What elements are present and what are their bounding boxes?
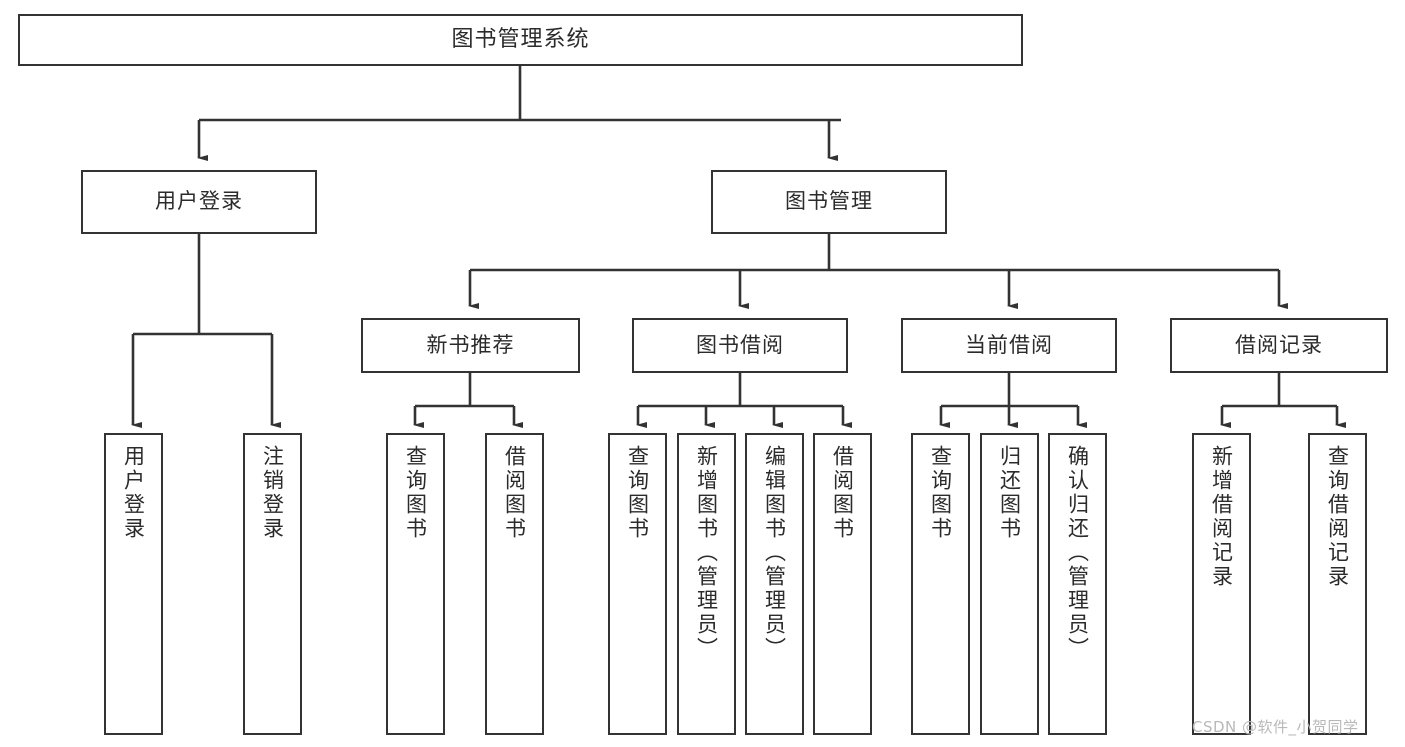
node-label: 图书管理系统 bbox=[451, 26, 590, 52]
leaf-return-book[interactable]: 归还图书 bbox=[980, 433, 1039, 735]
leaf-borrow-book-from-recommend[interactable]: 借阅图书 bbox=[485, 433, 544, 735]
node-label: 借阅记录 bbox=[1235, 332, 1323, 357]
leaf-edit-book-admin[interactable]: 编辑图书（管理员） bbox=[745, 433, 804, 735]
node-label: 新增图书（管理员） bbox=[694, 445, 719, 661]
node-label: 当前借阅 bbox=[965, 332, 1053, 357]
node-label: 查询图书 bbox=[403, 445, 428, 541]
node-label: 查询借阅记录 bbox=[1325, 445, 1350, 589]
leaf-query-book-from-borrow[interactable]: 查询图书 bbox=[608, 433, 667, 735]
node-label: 注销登录 bbox=[260, 445, 285, 541]
node-label: 确认归还（管理员） bbox=[1065, 445, 1090, 661]
node-new-book-recommend[interactable]: 新书推荐 bbox=[361, 318, 580, 373]
node-label: 查询图书 bbox=[928, 445, 953, 541]
leaf-borrow-book-from-borrow[interactable]: 借阅图书 bbox=[813, 433, 872, 735]
leaf-add-book-admin[interactable]: 新增图书（管理员） bbox=[677, 433, 736, 735]
leaf-confirm-return-admin[interactable]: 确认归还（管理员） bbox=[1048, 433, 1107, 735]
node-root-system[interactable]: 图书管理系统 bbox=[18, 14, 1023, 66]
node-book-manage[interactable]: 图书管理 bbox=[711, 170, 947, 234]
node-label: 归还图书 bbox=[997, 445, 1022, 541]
node-label: 图书管理 bbox=[785, 189, 873, 214]
node-label: 借阅图书 bbox=[830, 445, 855, 541]
node-user-login[interactable]: 用户登录 bbox=[81, 170, 317, 234]
csdn-watermark: CSDN @软件_小贺同学 bbox=[1192, 718, 1359, 736]
leaf-logout[interactable]: 注销登录 bbox=[243, 433, 302, 735]
node-current-borrow[interactable]: 当前借阅 bbox=[901, 318, 1117, 373]
leaf-query-book-from-recommend[interactable]: 查询图书 bbox=[386, 433, 445, 735]
node-label: 用户登录 bbox=[121, 445, 146, 541]
node-borrow-record[interactable]: 借阅记录 bbox=[1170, 318, 1388, 373]
leaf-query-borrow-record[interactable]: 查询借阅记录 bbox=[1308, 433, 1367, 735]
leaf-add-borrow-record[interactable]: 新增借阅记录 bbox=[1192, 433, 1251, 735]
node-label: 编辑图书（管理员） bbox=[762, 445, 787, 661]
node-label: 借阅图书 bbox=[502, 445, 527, 541]
node-label: 新增借阅记录 bbox=[1209, 445, 1234, 589]
node-label: 新书推荐 bbox=[426, 332, 515, 357]
leaf-user-login[interactable]: 用户登录 bbox=[104, 433, 163, 735]
node-label: 图书借阅 bbox=[696, 332, 784, 357]
node-label: 查询图书 bbox=[625, 445, 650, 541]
leaf-query-book-from-current[interactable]: 查询图书 bbox=[911, 433, 970, 735]
node-label: 用户登录 bbox=[155, 189, 243, 214]
node-book-borrow[interactable]: 图书借阅 bbox=[632, 318, 848, 373]
